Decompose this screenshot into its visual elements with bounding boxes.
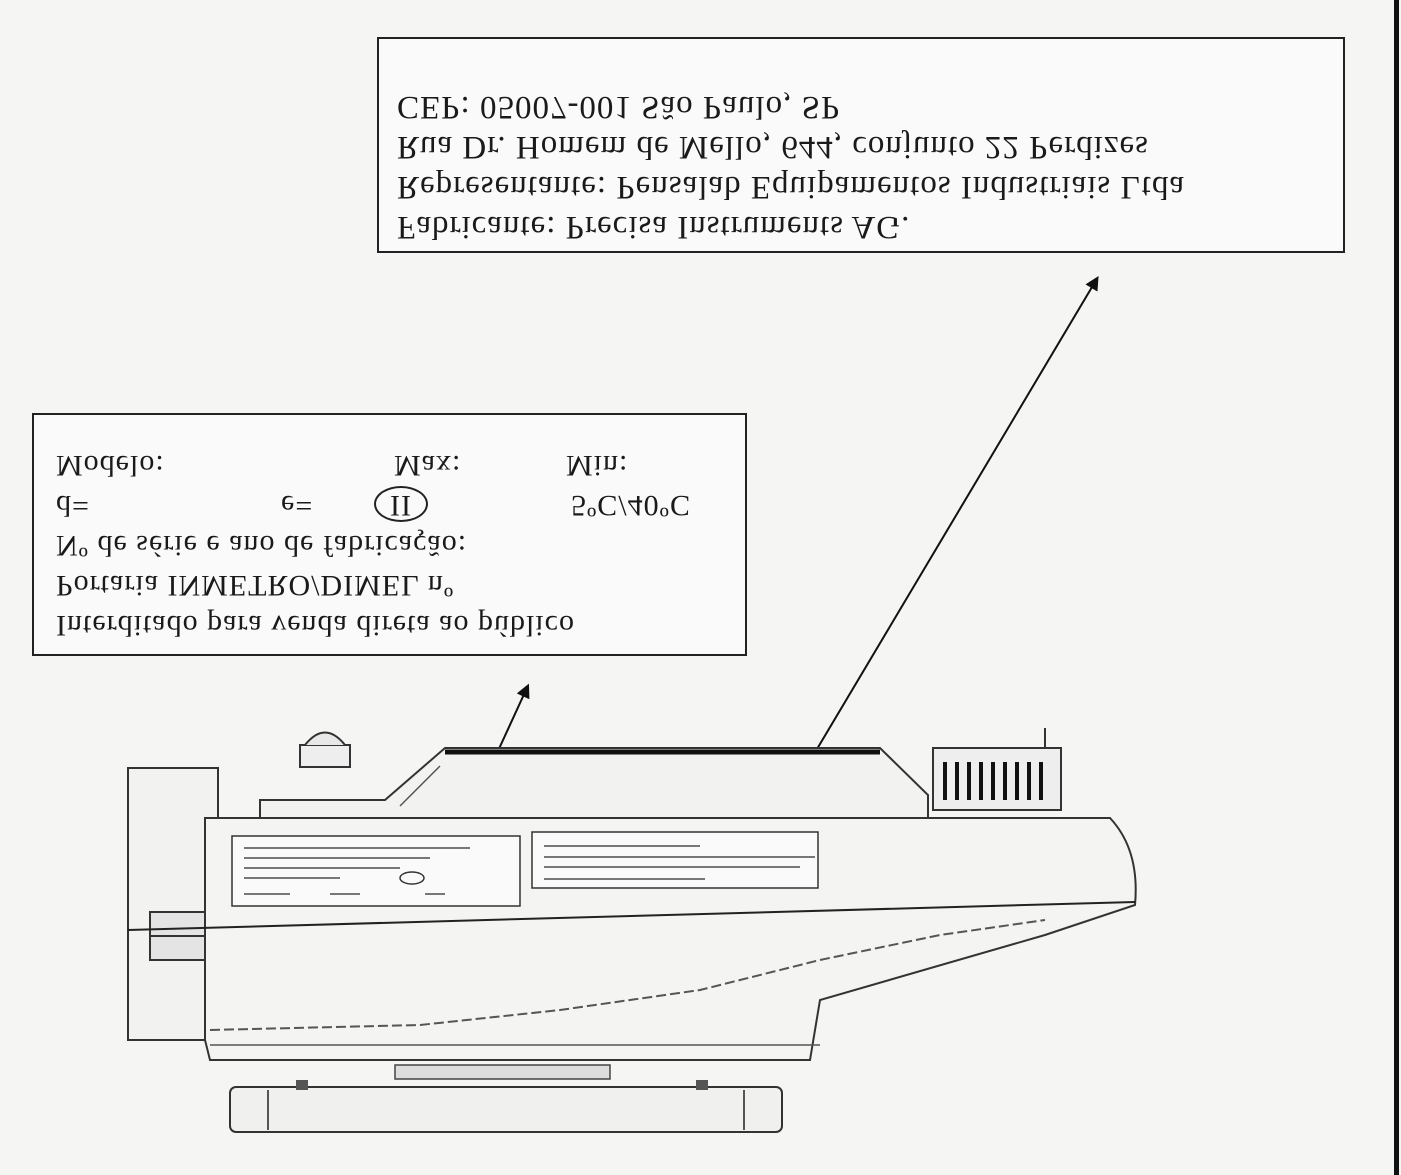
mini-specs-label: [231, 835, 521, 907]
specs-label: Interditado para venda direta ao público…: [32, 413, 747, 656]
rear-housing: [127, 767, 219, 1041]
top-deck: [259, 747, 929, 819]
base-plate: [229, 1086, 783, 1133]
top-knob: [299, 744, 351, 768]
page-border: [1394, 0, 1399, 1175]
base-mount: [394, 1064, 611, 1080]
manufacturer-arrow: [769, 275, 1099, 829]
manufacturer-label: Fabricante: Precisa Instruments AG. Repr…: [377, 37, 1345, 253]
